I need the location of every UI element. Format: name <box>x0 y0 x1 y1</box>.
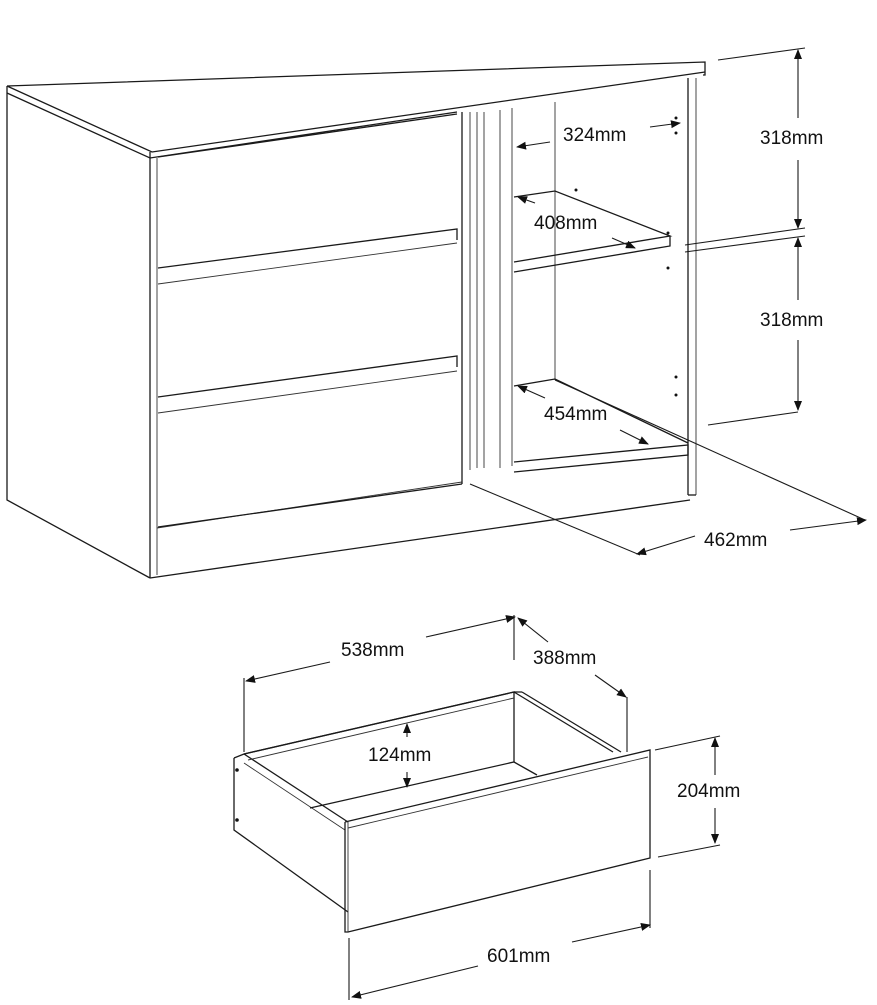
cabinet-drawing <box>6 61 706 579</box>
cabinet-dimension-lines <box>469 47 867 556</box>
drawer-drawing <box>233 691 651 933</box>
label-drawer-front-width: 601mm <box>487 946 551 967</box>
label-drawer-inner-width: 538mm <box>341 640 405 661</box>
label-drawer-inner-height: 124mm <box>368 745 432 766</box>
label-lower-compartment-height: 318mm <box>760 310 824 331</box>
label-shelf-top-depth: 324mm <box>563 125 627 146</box>
label-upper-compartment-height: 318mm <box>760 128 824 149</box>
label-drawer-inner-depth: 388mm <box>533 648 597 669</box>
drawer-dimension-lines <box>243 615 721 1000</box>
label-bottom-depth: 454mm <box>544 404 608 425</box>
label-shelf-depth: 408mm <box>534 213 598 234</box>
label-overall-depth: 462mm <box>704 530 768 551</box>
label-drawer-front-height: 204mm <box>677 781 741 802</box>
